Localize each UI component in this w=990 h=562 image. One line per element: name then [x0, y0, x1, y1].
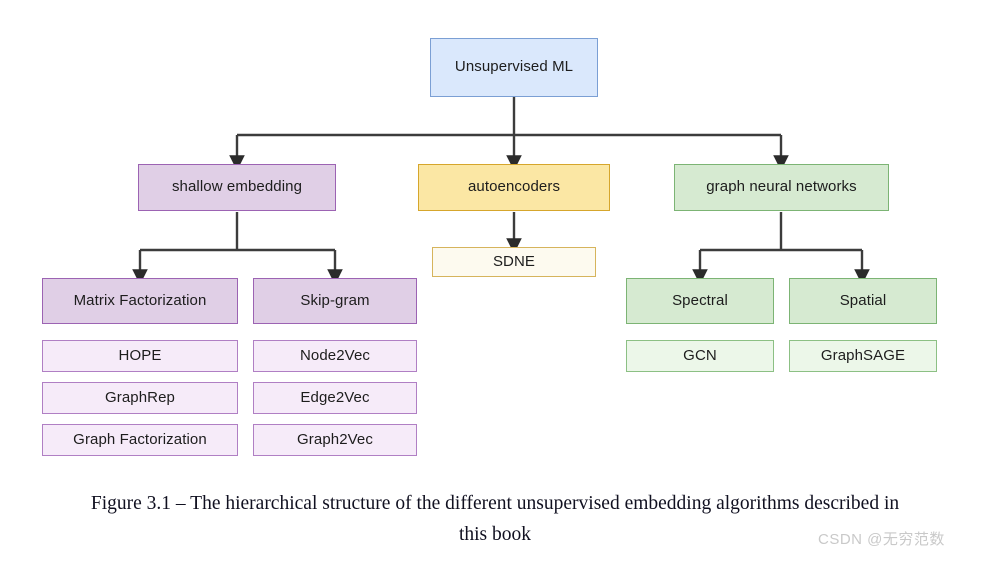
node-label: GCN [683, 346, 717, 364]
node-graphrep[interactable]: GraphRep [42, 382, 238, 414]
node-label: graph neural networks [706, 178, 857, 196]
hierarchy-diagram: Unsupervised ML shallow embedding autoen… [42, 38, 937, 456]
node-unsupervised-ml[interactable]: Unsupervised ML [430, 38, 598, 97]
node-spectral[interactable]: Spectral [626, 278, 774, 324]
node-label: Spectral [672, 291, 728, 309]
node-label: GraphRep [104, 388, 175, 406]
csdn-watermark: CSDN @无穷范数 [818, 531, 945, 548]
node-label: GraphSAGE [820, 346, 906, 364]
node-label: Skip-gram [300, 291, 370, 309]
node-edge2vec[interactable]: Edge2Vec [253, 382, 417, 414]
node-label: Matrix Factorization [73, 291, 207, 309]
node-skip-gram[interactable]: Skip-gram [253, 278, 417, 324]
node-label: Graph2Vec [297, 430, 373, 448]
connector-lines [132, 97, 870, 285]
node-graphsage[interactable]: GraphSAGE [789, 340, 937, 372]
node-label: autoencoders [467, 178, 561, 196]
node-gcn[interactable]: GCN [626, 340, 774, 372]
node-graph-neural-networks[interactable]: graph neural networks [674, 164, 889, 211]
node-label: Node2Vec [299, 346, 371, 364]
node-shallow-embedding[interactable]: shallow embedding [138, 164, 336, 211]
node-label: Unsupervised ML [454, 58, 574, 76]
node-label: shallow embedding [171, 178, 303, 196]
node-label: Edge2Vec [300, 388, 370, 406]
node-spatial[interactable]: Spatial [789, 278, 937, 324]
node-sdne[interactable]: SDNE [432, 247, 596, 277]
node-autoencoders[interactable]: autoencoders [418, 164, 610, 211]
caption-line-2: this book [458, 524, 532, 545]
node-label: Spatial [839, 291, 887, 309]
node-graph-factorization[interactable]: Graph Factorization [42, 424, 238, 456]
figure-caption: Figure 3.1 – The hierarchical structure … [0, 488, 990, 550]
node-node2vec[interactable]: Node2Vec [253, 340, 417, 372]
caption-line-1: Figure 3.1 – The hierarchical structure … [90, 493, 900, 514]
node-graph2vec[interactable]: Graph2Vec [253, 424, 417, 456]
node-label: HOPE [118, 346, 162, 364]
node-label: Graph Factorization [73, 430, 207, 448]
node-label: SDNE [492, 252, 536, 270]
node-hope[interactable]: HOPE [42, 340, 238, 372]
node-matrix-factorization[interactable]: Matrix Factorization [42, 278, 238, 324]
